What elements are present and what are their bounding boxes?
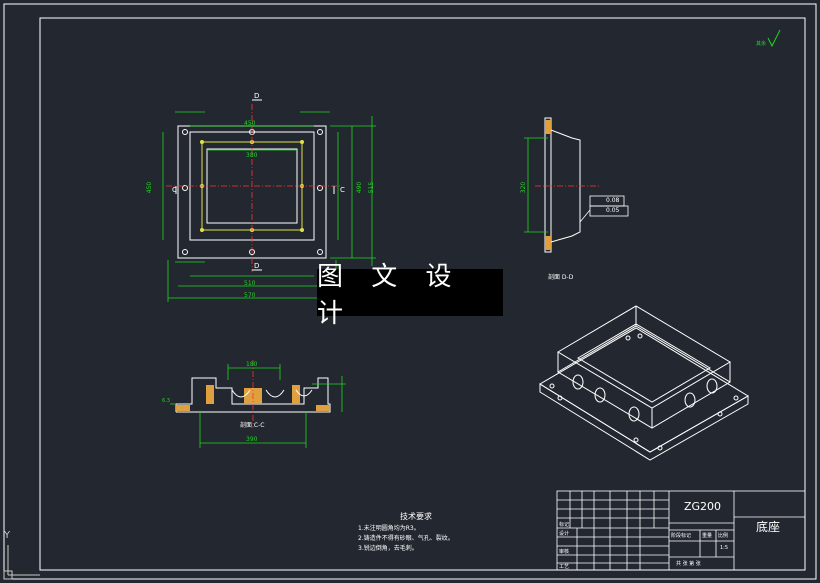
ucs-icon bbox=[3, 545, 40, 580]
tolerance-1: 0.08 bbox=[606, 197, 620, 204]
note-item-1: 1.未注明圆角均为R3。 bbox=[358, 525, 420, 532]
ucs-label: Y bbox=[4, 530, 11, 541]
sheet-outline bbox=[3, 3, 817, 580]
section-d-caption: 剖面 D-D bbox=[548, 274, 574, 281]
sign-row-4: 工艺 bbox=[559, 564, 570, 570]
section-mark-d-top: D bbox=[254, 92, 260, 100]
title-block bbox=[556, 490, 806, 571]
dim-label-570: 570 bbox=[244, 292, 256, 299]
drawing-frame bbox=[39, 17, 806, 571]
section-c-view bbox=[170, 360, 346, 448]
dim-label-450: 450 bbox=[244, 120, 256, 127]
scale-value: 1:5 bbox=[720, 545, 729, 551]
watermark-banner: 图 文 设 计 bbox=[317, 262, 503, 329]
front-dim-390: 390 bbox=[246, 436, 258, 443]
sheet-text: 共 张 第 张 bbox=[676, 561, 701, 567]
note-item-3: 3.锐边倒角，去毛刺。 bbox=[358, 545, 418, 552]
section-mark-c-left: C bbox=[172, 186, 177, 194]
technical-requirements: 技术要求 1.未注明圆角均为R3。 2.铸造件不得有砂眼、气孔、裂纹。 3.锐边… bbox=[358, 512, 454, 554]
dim-label-v515: 515 bbox=[368, 181, 376, 194]
plan-view bbox=[162, 99, 376, 302]
dim-label-v450: 450 bbox=[146, 181, 154, 194]
sign-row-3: 审核 bbox=[559, 549, 570, 555]
section-mark-d-bottom: D bbox=[254, 262, 260, 270]
isometric-view bbox=[539, 305, 749, 461]
roughness-note: 其余 bbox=[756, 41, 767, 47]
front-dim-180: 180 bbox=[246, 361, 258, 368]
scale-label: 比例 bbox=[718, 533, 729, 539]
tolerance-2: 0.05 bbox=[606, 207, 620, 214]
sign-row-1: 标记 bbox=[559, 522, 570, 528]
section-c-caption: 剖面 C-C bbox=[240, 422, 265, 429]
notes-title: 技术要求 bbox=[400, 512, 432, 521]
dim-label-v490: 490 bbox=[356, 181, 364, 194]
note-item-2: 2.铸造件不得有砂眼、气孔、裂纹。 bbox=[358, 535, 454, 542]
side-dim-320: 320 bbox=[520, 181, 528, 194]
drawing-code: ZG200 bbox=[684, 500, 722, 513]
section-d-view bbox=[524, 117, 629, 253]
part-name: 底座 bbox=[756, 520, 781, 534]
dim-label-380: 380 bbox=[246, 152, 258, 159]
stage-label: 阶段标记 bbox=[671, 533, 692, 539]
dim-label-510: 510 bbox=[244, 280, 256, 287]
section-mark-c-right: C bbox=[340, 186, 345, 194]
weight-label: 重量 bbox=[702, 533, 713, 539]
sign-row-2: 设计 bbox=[559, 531, 570, 537]
roughness-symbol bbox=[767, 29, 781, 48]
front-roughness: 6.3 bbox=[162, 398, 170, 404]
